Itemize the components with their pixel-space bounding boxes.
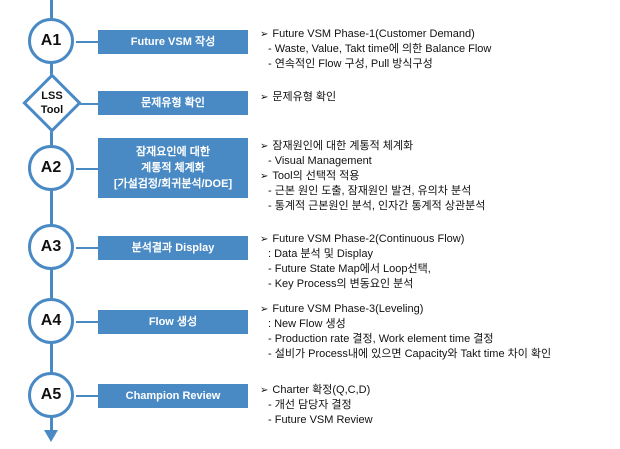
detail-a1-2: - Waste, Value, Takt time에 의한 Balance Fl…: [268, 43, 492, 55]
detail-a1-3: - 연속적인 Flow 구성, Pull 방식구성: [268, 58, 433, 70]
step-box-a2-line-2: 계통적 체계화: [141, 162, 205, 174]
step-box-a1-line-1: Future VSM 작성: [130, 36, 216, 48]
step-details-a2: 잠재원인에 대한 계통적 체계화 - Visual Management Too…: [260, 139, 485, 214]
step-badge-a1: A1: [28, 18, 74, 64]
detail-a5-1: Charter 확정(Q,C,D): [260, 383, 373, 398]
step-details-a5: Charter 확정(Q,C,D) - 개선 담당자 결정 - Future V…: [260, 383, 373, 428]
step-details-a3: Future VSM Phase-2(Continuous Flow) : Da…: [260, 232, 464, 292]
detail-a4-4: - 설비가 Process내에 있으면 Capacity와 Takt time …: [268, 348, 552, 360]
detail-a2-5: - 통계적 근본원인 분석, 인자간 통계적 상관분석: [268, 200, 486, 212]
step-details-lss-tool: 문제유형 확인: [260, 90, 336, 105]
step-badge-a5: A5: [28, 372, 74, 418]
connector-lss-tool: [80, 103, 100, 105]
step-box-a1: Future VSM 작성: [98, 30, 248, 54]
detail-lss-tool-1: 문제유형 확인: [260, 90, 336, 105]
detail-a3-2: : Data 분석 및 Display: [268, 248, 373, 260]
step-box-lss-tool: 문제유형 확인: [98, 91, 248, 115]
step-box-lss-tool-line-1: 문제유형 확인: [141, 97, 205, 109]
detail-a4-2: : New Flow 생성: [268, 318, 346, 330]
connector-a1: [76, 41, 100, 43]
detail-a2-4: - 근본 원인 도출, 잠재원인 발견, 유의차 분석: [268, 185, 472, 197]
detail-a3-3: - Future State Map에서 Loop선택,: [268, 263, 431, 275]
detail-a2-3: Tool의 선택적 적용: [260, 169, 485, 184]
connector-a4: [76, 321, 100, 323]
connector-a2: [76, 168, 100, 170]
step-box-a5: Champion Review: [98, 384, 248, 408]
detail-a4-3: - Production rate 결정, Work element time …: [268, 333, 494, 345]
step-box-a4-line-1: Flow 생성: [148, 316, 198, 328]
step-badge-a3: A3: [28, 224, 74, 270]
detail-a2-1: 잠재원인에 대한 계통적 체계화: [260, 139, 485, 154]
step-box-a3-line-1: 분석결과 Display: [131, 242, 215, 254]
detail-a5-3: - Future VSM Review: [268, 414, 373, 426]
step-box-a5-line-1: Champion Review: [125, 390, 221, 402]
detail-a4-1: Future VSM Phase-3(Leveling): [260, 302, 551, 317]
step-box-a2-line-3: [가설검정/회귀분석/DOE]: [113, 178, 233, 190]
lss-tool-line-2: Tool: [40, 104, 64, 116]
step-details-a1: Future VSM Phase-1(Customer Demand) - Wa…: [260, 27, 491, 72]
connector-a5: [76, 395, 100, 397]
connector-a3: [76, 247, 100, 249]
process-end-arrow: [44, 430, 58, 442]
step-box-a2: 잠재요인에 대한 계통적 체계화 [가설검정/회귀분석/DOE]: [98, 138, 248, 198]
detail-a2-2: - Visual Management: [268, 155, 372, 167]
process-spine: [50, 0, 53, 434]
step-badge-a4: A4: [28, 298, 74, 344]
step-box-a2-line-1: 잠재요인에 대한: [136, 146, 210, 158]
step-box-a3: 분석결과 Display: [98, 236, 248, 260]
step-badge-lss-tool: LSS Tool: [22, 89, 82, 117]
detail-a3-4: - Key Process의 변동요인 분석: [268, 278, 414, 290]
step-badge-a2: A2: [28, 145, 74, 191]
detail-a3-1: Future VSM Phase-2(Continuous Flow): [260, 232, 464, 247]
lss-tool-line-1: LSS: [41, 90, 63, 102]
detail-a1-1: Future VSM Phase-1(Customer Demand): [260, 27, 491, 42]
detail-a5-2: - 개선 담당자 결정: [268, 399, 352, 411]
step-box-a4: Flow 생성: [98, 310, 248, 334]
step-details-a4: Future VSM Phase-3(Leveling) : New Flow …: [260, 302, 551, 362]
